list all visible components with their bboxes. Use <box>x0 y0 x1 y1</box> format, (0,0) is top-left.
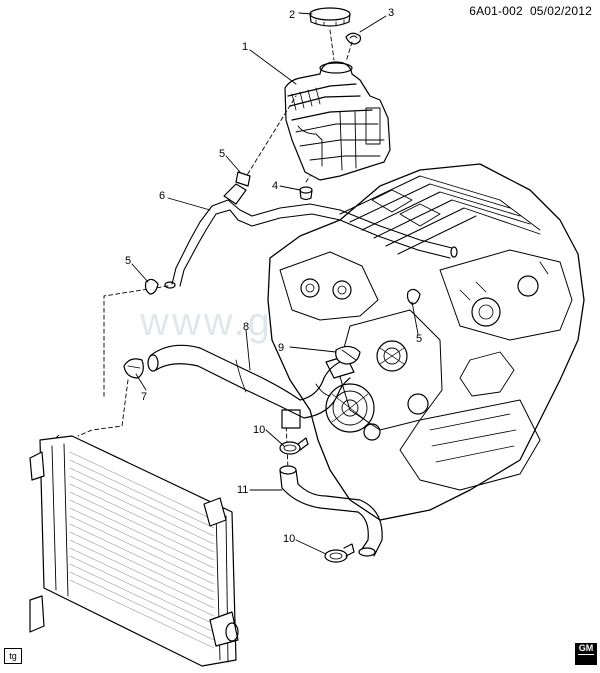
gm-logo: GM <box>575 643 597 665</box>
clamp-10-upper-part <box>279 437 309 455</box>
callout-4: 4 <box>272 180 278 192</box>
coolant-reservoir-part <box>284 61 391 181</box>
surge-tank-hose-part <box>164 183 458 289</box>
callout-6: 6 <box>159 190 165 202</box>
tag-box: tg <box>4 648 22 664</box>
callout-5c: 5 <box>416 333 422 345</box>
callout-9: 9 <box>278 342 284 354</box>
callout-2: 2 <box>289 9 295 21</box>
callout-1: 1 <box>242 41 248 53</box>
clamp-9-part <box>335 345 361 365</box>
callout-5b: 5 <box>125 255 131 267</box>
callout-7: 7 <box>141 391 147 403</box>
clip-part <box>345 32 362 45</box>
document-id: 6A01-002 <box>469 4 523 18</box>
engine-assembly-part <box>267 163 585 521</box>
callout-8: 8 <box>243 321 249 333</box>
callout-11: 11 <box>237 484 248 496</box>
radiator-outlet-hose-part <box>279 465 383 557</box>
clamp-7-part <box>123 358 144 379</box>
callout-10b: 10 <box>283 533 295 545</box>
document-header: 6A01-002 05/02/2012 <box>469 4 592 18</box>
radiator-part <box>29 435 239 667</box>
leader-lines <box>131 12 419 555</box>
hose-clamp-parts <box>144 171 421 305</box>
gm-logo-text: GM <box>578 643 594 653</box>
clamp-10-lower-part <box>324 543 355 563</box>
callout-10a: 10 <box>253 424 265 436</box>
callout-3: 3 <box>388 7 394 19</box>
grommet-part <box>299 186 313 201</box>
callout-5a: 5 <box>219 148 225 160</box>
callout-labels: 2 3 1 4 5 6 5 5 8 9 7 10 11 10 <box>125 7 422 545</box>
radiator-inlet-hose-part <box>147 344 351 419</box>
reservoir-cap-part <box>309 7 351 27</box>
document-date: 05/02/2012 <box>529 4 592 18</box>
